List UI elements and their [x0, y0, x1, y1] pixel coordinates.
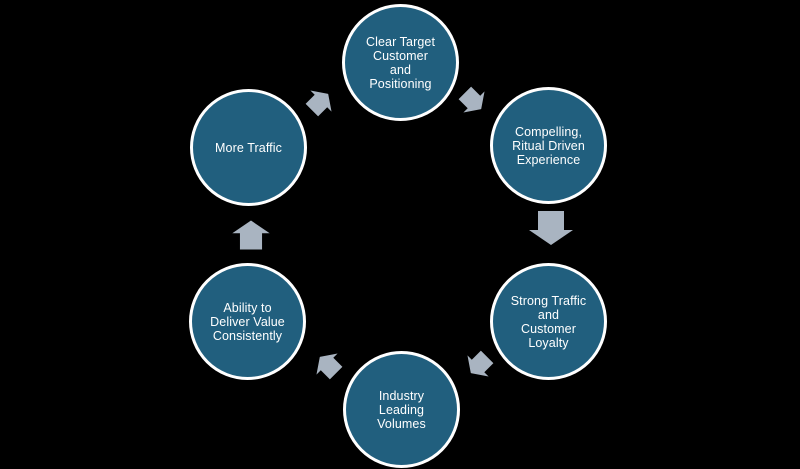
cycle-node-clear-target: Clear Target Customer and Positioning — [342, 4, 459, 121]
arrow-up-left-icon — [308, 345, 347, 384]
node-label-deliver-value-consistently: Ability to Deliver Value Consistently — [210, 300, 285, 343]
cycle-node-strong-traffic-loyalty: Strong Traffic and Customer Loyalty — [490, 263, 607, 380]
cycle-node-compelling-experience: Compelling, Ritual Driven Experience — [490, 87, 607, 204]
cycle-node-deliver-value-consistently: Ability to Deliver Value Consistently — [189, 263, 306, 380]
node-label-more-traffic: More Traffic — [215, 140, 282, 155]
node-label-compelling-experience: Compelling, Ritual Driven Experience — [512, 124, 585, 167]
node-label-industry-leading-volumes: Industry Leading Volumes — [377, 388, 426, 431]
arrow-up-right-icon — [300, 82, 339, 121]
cycle-node-industry-leading-volumes: Industry Leading Volumes — [343, 351, 460, 468]
node-label-clear-target: Clear Target Customer and Positioning — [365, 34, 436, 91]
node-label-strong-traffic-loyalty: Strong Traffic and Customer Loyalty — [510, 293, 587, 350]
arrow-down-right-icon — [453, 81, 492, 120]
cycle-node-more-traffic: More Traffic — [190, 89, 307, 206]
arrow-up-icon — [231, 220, 272, 250]
arrow-down-icon — [527, 211, 575, 245]
arrow-down-left-icon — [459, 345, 498, 384]
